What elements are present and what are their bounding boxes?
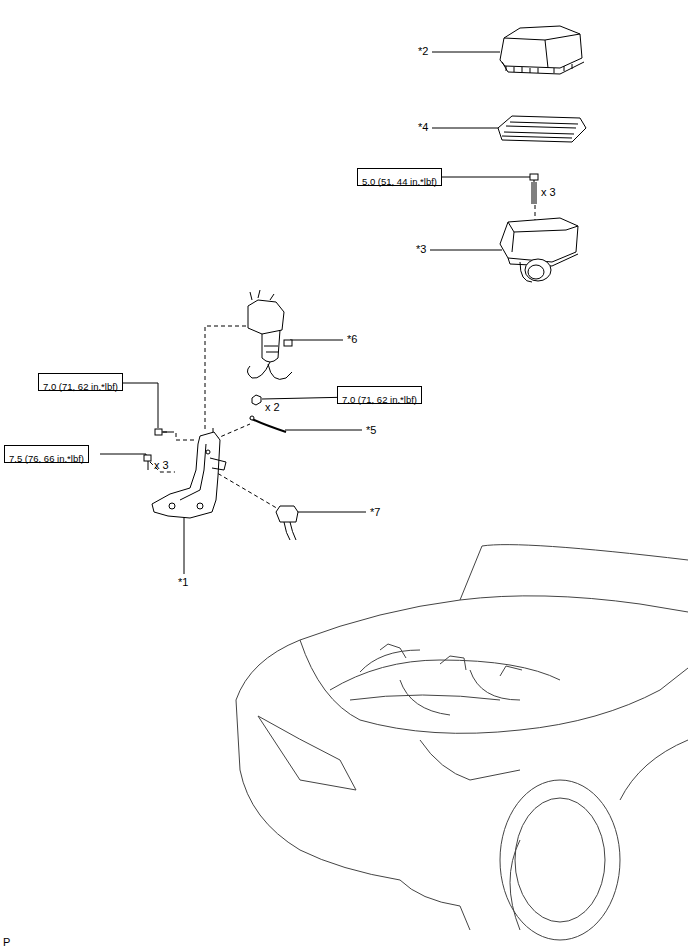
torque-value: 5.0 (51, 44 in.*lbf) bbox=[362, 176, 437, 188]
torque-value: 7.5 (76, 66 in.*lbf) bbox=[9, 453, 84, 465]
callout-number: *5 bbox=[365, 424, 377, 436]
bolt bbox=[144, 429, 170, 470]
air-filter-element bbox=[498, 116, 586, 142]
air-cleaner-case bbox=[500, 218, 578, 282]
callout-number: x 3 bbox=[540, 186, 557, 198]
callout-number: *7 bbox=[369, 506, 381, 518]
leader-lines bbox=[100, 52, 530, 574]
callout-number: *6 bbox=[346, 333, 358, 345]
torque-value: 7.0 (71, 62 in.*lbf) bbox=[43, 381, 118, 393]
callout-number: *3 bbox=[415, 243, 427, 255]
callout-number: x 2 bbox=[264, 401, 281, 413]
torque-spec-box: 7.5 (76, 66 in.*lbf) bbox=[4, 445, 89, 463]
callout-number: *1 bbox=[177, 576, 189, 588]
fuel-filter bbox=[247, 290, 292, 379]
air-cleaner-cap bbox=[500, 26, 584, 74]
torque-spec-box: 7.0 (71, 62 in.*lbf) bbox=[337, 386, 422, 404]
nut bbox=[252, 395, 261, 405]
pipe-clamp bbox=[250, 416, 286, 432]
torque-value: 7.0 (71, 62 in.*lbf) bbox=[342, 394, 417, 406]
vehicle-outline bbox=[236, 545, 688, 940]
callout-number: *4 bbox=[417, 121, 429, 133]
callout-number: P bbox=[2, 936, 11, 948]
callout-number: x 3 bbox=[153, 459, 170, 471]
callout-number: *2 bbox=[417, 45, 429, 57]
torque-spec-box: 7.0 (71, 62 in.*lbf) bbox=[38, 373, 123, 391]
bracket bbox=[152, 432, 226, 518]
torque-spec-box: 5.0 (51, 44 in.*lbf) bbox=[357, 168, 442, 186]
bolt bbox=[530, 174, 538, 204]
sensor bbox=[276, 506, 298, 540]
